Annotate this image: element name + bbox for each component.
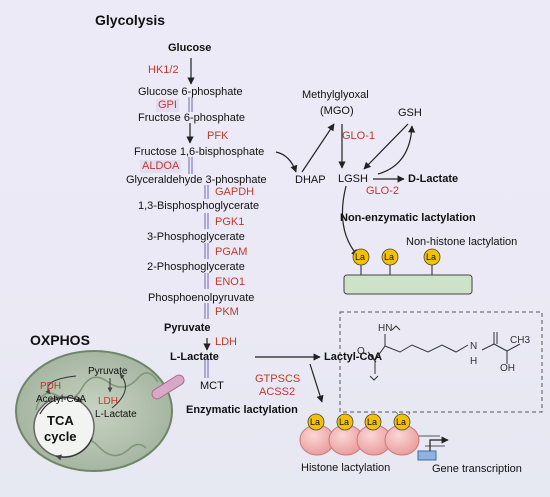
enzyme-acss2: ACSS2 <box>259 386 296 398</box>
enzyme-ldh: LDH <box>215 336 238 348</box>
enzyme-aldoa: ALDOA <box>140 160 182 173</box>
reversible-steps <box>188 97 209 378</box>
metabolite-g3p: Glyceraldehyde 3-phosphate <box>126 174 267 186</box>
enzyme-gapdh: GAPDH <box>215 186 255 198</box>
structure-oh: OH <box>500 363 515 374</box>
mito-acetylcoa: Acetyl-CoA <box>36 394 87 405</box>
la-marker: La <box>367 417 378 427</box>
metabolite-f16bp: Fructose 1,6-bisphosphate <box>134 146 265 158</box>
arrow-dhap-mgo <box>301 123 335 173</box>
metabolite-llactate: L-Lactate <box>170 351 219 363</box>
metabolite-f6p: Fructose 6-phosphate <box>138 112 246 124</box>
structure-n: N <box>470 341 478 352</box>
mgo-label: Methylglyoxal <box>302 89 369 101</box>
glycolysis-arrows <box>186 58 416 403</box>
metabolite-3pg: 3-Phosphoglycerate <box>147 231 245 243</box>
metabolite-lgsh: LGSH <box>338 173 368 185</box>
metabolite-bpg: 1,3-Bisphosphoglycerate <box>138 200 260 212</box>
nucleosomes <box>299 413 449 461</box>
la-marker: La <box>426 252 437 262</box>
enzyme-gpi: GPI <box>156 99 179 112</box>
la-marker: La <box>384 252 395 262</box>
mito-enzyme-ldh: LDH <box>98 396 119 407</box>
enzyme-pgam: PGAM <box>215 246 248 258</box>
metabolite-gsh: GSH <box>398 107 422 119</box>
structure-hn: HN <box>378 323 393 334</box>
la-marker: La <box>355 252 366 262</box>
metabolite-dhap: DHAP <box>295 174 326 186</box>
nonenzymatic-label: Non-enzymatic lactylation <box>340 212 476 224</box>
gene-transcription-label: Gene transcription <box>432 463 522 475</box>
metabolite-dlactate: D-Lactate <box>408 173 459 185</box>
nonhistone-protein <box>343 248 473 295</box>
glycolysis-title: Glycolysis <box>95 12 166 28</box>
arrow-lgsh-gsh <box>377 125 416 175</box>
la-marker: La <box>310 417 321 427</box>
mito-llactate: L-Lactate <box>95 409 137 420</box>
la-marker: La <box>396 417 407 427</box>
metabolite-pep: Phosphoenolpyruvate <box>148 292 255 304</box>
mct-label: MCT <box>200 380 224 392</box>
enzyme-pkm: PKM <box>215 306 239 318</box>
oxphos-title: OXPHOS <box>30 332 90 348</box>
metabolite-2pg: 2-Phosphoglycerate <box>147 261 245 273</box>
enzyme-pgk1: PGK1 <box>215 216 245 228</box>
enzyme-eno1: ENO1 <box>215 276 245 288</box>
arrow-f16bp-dhap <box>275 151 298 173</box>
metabolite-glucose: Glucose <box>168 42 212 54</box>
enzyme-hk: HK1/2 <box>148 64 179 76</box>
metabolite-pyruvate: Pyruvate <box>164 322 211 334</box>
arrow-gsh-lgsh <box>363 123 409 170</box>
arrow-lgsh-nonhistone <box>341 185 359 257</box>
histone-label: Histone lactylation <box>301 462 391 474</box>
nonhistone-label: Non-histone lactylation <box>406 236 518 248</box>
metabolite-lactylcoa: Lactyl-CoA <box>324 351 383 363</box>
structure-ch3: CH3 <box>510 335 531 346</box>
la-marker: La <box>339 417 350 427</box>
lactyl-lysine-structure <box>339 311 543 423</box>
enzymatic-label: Enzymatic lactylation <box>186 404 298 416</box>
mitochondrion <box>15 350 185 472</box>
mgo-abbr: (MGO) <box>320 105 354 117</box>
structure-o: O <box>357 346 365 357</box>
enzyme-glo2: GLO-2 <box>366 185 400 197</box>
arrow-lactylcoa-histone <box>309 363 324 403</box>
tca-label-line1: TCA <box>47 413 74 428</box>
tca-label-line2: cycle <box>44 429 77 444</box>
metabolite-g6p: Glucose 6-phosphate <box>138 86 243 98</box>
mito-pyruvate: Pyruvate <box>88 366 128 377</box>
enzyme-glo1: GLO-1 <box>342 130 376 142</box>
mito-enzyme-pdh: PDH <box>40 381 62 392</box>
enzyme-gtpscs: GTPSCS <box>255 373 301 385</box>
enzyme-pfk: PFK <box>207 130 229 142</box>
structure-h: H <box>470 356 478 367</box>
